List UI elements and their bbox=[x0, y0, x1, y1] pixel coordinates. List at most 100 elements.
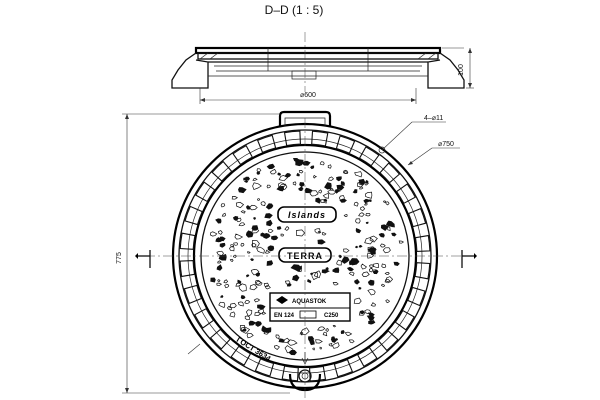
lid-speckle bbox=[290, 264, 302, 273]
lid-speckle bbox=[284, 173, 292, 178]
lid-speckle bbox=[328, 342, 333, 347]
lid-speckle bbox=[251, 242, 257, 248]
lid-speckle bbox=[217, 260, 222, 264]
lid-speckle bbox=[330, 338, 337, 343]
lid-speckle bbox=[360, 263, 368, 270]
lid-speckle bbox=[369, 264, 375, 268]
lid-speckle bbox=[235, 282, 242, 287]
lid-speckle bbox=[254, 280, 262, 285]
rim-notch bbox=[179, 232, 196, 250]
lid-speckle bbox=[391, 232, 397, 237]
rim-notch bbox=[407, 286, 426, 307]
lid-speckle bbox=[344, 331, 353, 337]
lid-speckle bbox=[243, 177, 247, 181]
brand-text: Islands bbox=[288, 210, 326, 220]
frame-height-label: 100 bbox=[458, 64, 465, 76]
lid-speckle bbox=[252, 182, 262, 191]
lid-speckle bbox=[275, 334, 280, 339]
lid-speckle bbox=[235, 201, 245, 209]
lid-speckle bbox=[372, 269, 379, 275]
lid-speckle bbox=[230, 244, 235, 248]
lid-speckle bbox=[217, 279, 221, 283]
lid-speckle bbox=[341, 256, 350, 264]
lid-speckle bbox=[352, 189, 358, 194]
lid-speckle bbox=[332, 325, 337, 328]
lid-speckle bbox=[381, 263, 387, 268]
lid-speckle bbox=[322, 192, 330, 199]
lid-speckle bbox=[260, 232, 266, 237]
overall-height-label: 775 bbox=[116, 252, 123, 264]
lid-speckle bbox=[263, 330, 270, 335]
lid-speckle bbox=[256, 168, 262, 172]
series-text: TERRA bbox=[287, 251, 323, 261]
maker-text: AQUASTOK bbox=[292, 299, 327, 305]
lid-speckle bbox=[269, 168, 277, 175]
rim-notch bbox=[256, 134, 277, 154]
lid-speckle bbox=[343, 214, 348, 217]
lid-speckle bbox=[368, 320, 376, 325]
leader-bolt-holes: 4–⌀11 bbox=[378, 115, 446, 154]
lid-speckle bbox=[247, 251, 251, 254]
lid-speckle bbox=[251, 227, 260, 234]
lid-speckle bbox=[318, 189, 323, 194]
lid-speckle bbox=[248, 204, 258, 211]
lid-speckle bbox=[358, 310, 366, 316]
lid-speckle bbox=[252, 177, 258, 181]
rim-notches bbox=[179, 130, 431, 382]
lid-speckle bbox=[267, 245, 275, 252]
lid-speckle bbox=[216, 264, 223, 271]
lid-speckle bbox=[313, 270, 321, 279]
lid-speckle bbox=[238, 187, 247, 194]
lid-speckle bbox=[246, 205, 251, 210]
lid-speckle bbox=[382, 247, 391, 254]
lid-speckle bbox=[365, 221, 369, 224]
lid-speckle bbox=[215, 237, 224, 243]
load-class-text: C250 bbox=[324, 313, 339, 319]
lid-speckle bbox=[367, 288, 376, 296]
lid-speckle bbox=[332, 269, 337, 273]
lid-speckle bbox=[284, 345, 294, 354]
lid-speckle bbox=[244, 299, 251, 304]
lid-speckle bbox=[241, 326, 251, 334]
lid-speckle bbox=[385, 299, 391, 304]
lid-speckle bbox=[245, 230, 254, 238]
lid-speckle bbox=[317, 326, 326, 331]
lid-speckle bbox=[343, 169, 348, 174]
lid-speckle bbox=[322, 331, 328, 337]
outer-diameter-label: ⌀750 bbox=[438, 141, 454, 148]
lid-speckle bbox=[321, 231, 327, 236]
lid-speckle bbox=[358, 212, 365, 217]
lid-speckle bbox=[236, 217, 242, 223]
lid-speckle bbox=[266, 260, 274, 266]
lid-speckle bbox=[226, 305, 232, 311]
lid-speckle bbox=[292, 274, 300, 282]
section-marker-right bbox=[461, 250, 477, 268]
rim-notch bbox=[254, 358, 275, 377]
lid-speckle bbox=[238, 283, 247, 292]
rim-notch bbox=[179, 260, 196, 278]
lid-speckle bbox=[354, 171, 363, 178]
lid-speckle bbox=[332, 282, 339, 286]
lid-speckle bbox=[298, 170, 304, 174]
lid-speckle bbox=[240, 242, 245, 247]
rim-notch bbox=[377, 330, 399, 352]
lid-speckle bbox=[367, 279, 375, 286]
rim-notch bbox=[335, 135, 356, 154]
lid-speckle bbox=[320, 198, 327, 204]
lid-speckle bbox=[324, 182, 332, 190]
lid-speckle bbox=[364, 191, 373, 199]
rim-notch bbox=[379, 162, 401, 184]
lid-speckle bbox=[385, 220, 395, 227]
lid-speckle bbox=[315, 197, 321, 204]
gost-text: ГОСТ 3634 bbox=[235, 335, 273, 364]
lid-speckle bbox=[250, 269, 260, 276]
side-section-view bbox=[171, 32, 465, 92]
lid-speckle bbox=[250, 258, 254, 261]
lid-speckle bbox=[327, 164, 332, 169]
lid-speckle bbox=[317, 239, 326, 245]
dimension-inner-diameter: ⌀600 bbox=[199, 88, 417, 104]
rim-notch bbox=[183, 284, 203, 305]
lid-speckle bbox=[309, 190, 319, 197]
lid-speckle bbox=[325, 267, 329, 271]
lid-speckle bbox=[325, 328, 329, 332]
